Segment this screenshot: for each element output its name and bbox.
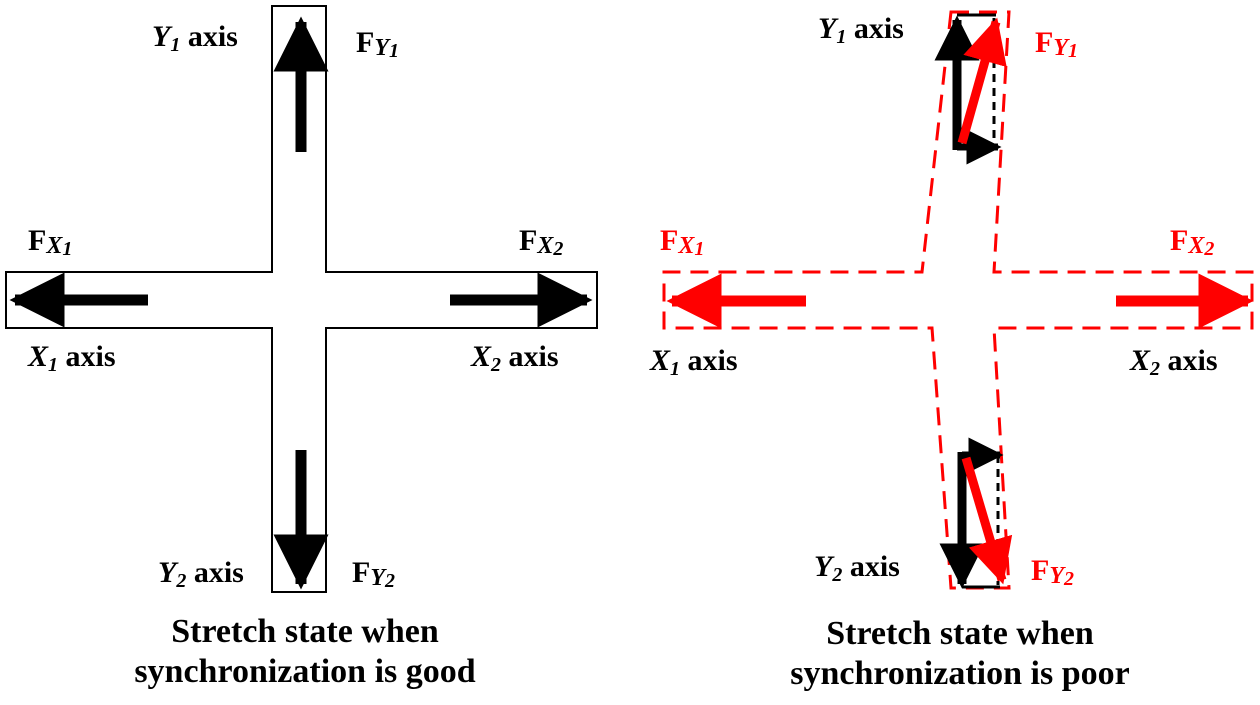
left-fx2-label: FX2 — [519, 224, 564, 260]
right-y2-axis-label: Y2 axis — [814, 550, 900, 586]
right-fx2-label: FX2 — [1170, 224, 1215, 260]
right-caption-line1: Stretch state when — [826, 615, 1094, 652]
left-caption-line1: Stretch state when — [171, 613, 439, 650]
right-x1-axis-label: X1 axis — [650, 344, 738, 380]
right-fy1-label: FY1 — [1035, 26, 1078, 62]
right-y1-axis-label: Y1 axis — [818, 12, 904, 48]
right-caption: Stretch state when synchronization is po… — [705, 614, 1215, 694]
right-fy2-label: FY2 — [1031, 554, 1074, 590]
left-fy1-label: FY1 — [356, 26, 399, 62]
right-panel — [662, 10, 1254, 590]
cross-outline — [5, 5, 598, 593]
left-caption-line2: synchronization is good — [134, 653, 476, 690]
fy1-arrow — [957, 17, 1007, 145]
left-y1-axis-label: Y1 axis — [152, 20, 238, 56]
right-fx1-label: FX1 — [660, 224, 705, 260]
left-caption: Stretch state when synchronization is go… — [50, 612, 560, 692]
left-y2-axis-label: Y2 axis — [158, 556, 244, 592]
right-caption-line2: synchronization is poor — [790, 655, 1130, 692]
left-x1-axis-label: X1 axis — [28, 340, 116, 376]
left-x2-axis-label: X2 axis — [471, 340, 559, 376]
right-x2-axis-label: X2 axis — [1130, 344, 1218, 380]
distorted-outline — [662, 10, 1254, 590]
left-panel — [5, 5, 598, 593]
left-fy2-label: FY2 — [352, 556, 395, 592]
left-fx1-label: FX1 — [28, 224, 73, 260]
fy2-arrow — [961, 456, 1013, 585]
